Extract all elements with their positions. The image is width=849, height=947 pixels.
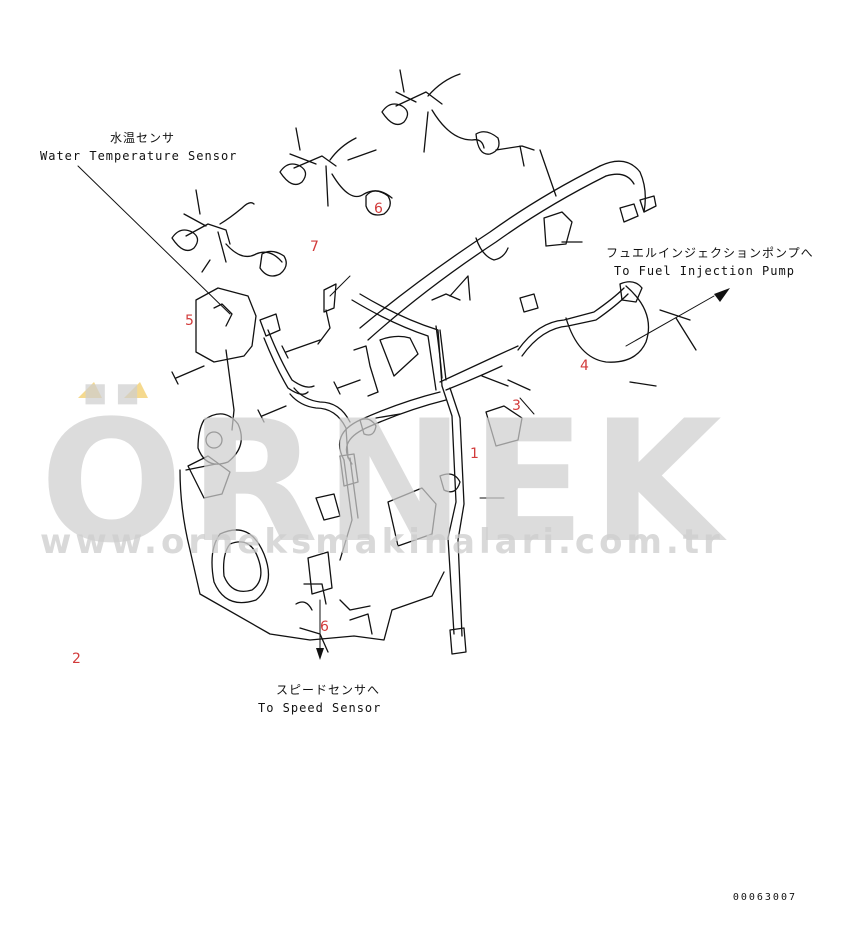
ref-number-3: 3 [512,398,521,414]
water-temp-label-en: Water Temperature Sensor [40,149,238,163]
watermark-text: ÖRNEK [40,384,728,580]
ref-number-2: 2 [72,651,81,667]
sensor-connector-group-a [171,189,287,277]
ref-number-4: 4 [580,358,589,374]
sensor-connector-group-c [381,69,557,197]
engine-front-cover [179,283,445,653]
ref-number-5: 5 [185,313,194,329]
fuel-pump-label-jp: フュエルインジェクションポンプへ [606,246,814,260]
watermark-umlaut-dots [78,382,148,398]
watermark-url: www.orneksmakinalari.com.tr [40,522,724,562]
ref-number-7: 7 [310,239,319,255]
leader-lines [77,165,715,651]
bolts [171,309,697,423]
speed-sensor-label-en: To Speed Sensor [258,701,382,715]
ref-number-6-top: 6 [374,201,383,217]
speed-sensor-label-jp: スピードセンサへ [276,683,381,697]
document-number: 00063007 [732,892,797,903]
arrow-heads [316,288,730,660]
main-harness-trunk [339,160,657,655]
ref-number-1: 1 [470,446,479,462]
water-temp-label-jp: 水温センサ [110,131,176,145]
sensor-connector-group-b [279,127,393,216]
fuel-pump-label-en: To Fuel Injection Pump [614,264,795,278]
ref-number-6-bottom: 6 [320,619,329,635]
